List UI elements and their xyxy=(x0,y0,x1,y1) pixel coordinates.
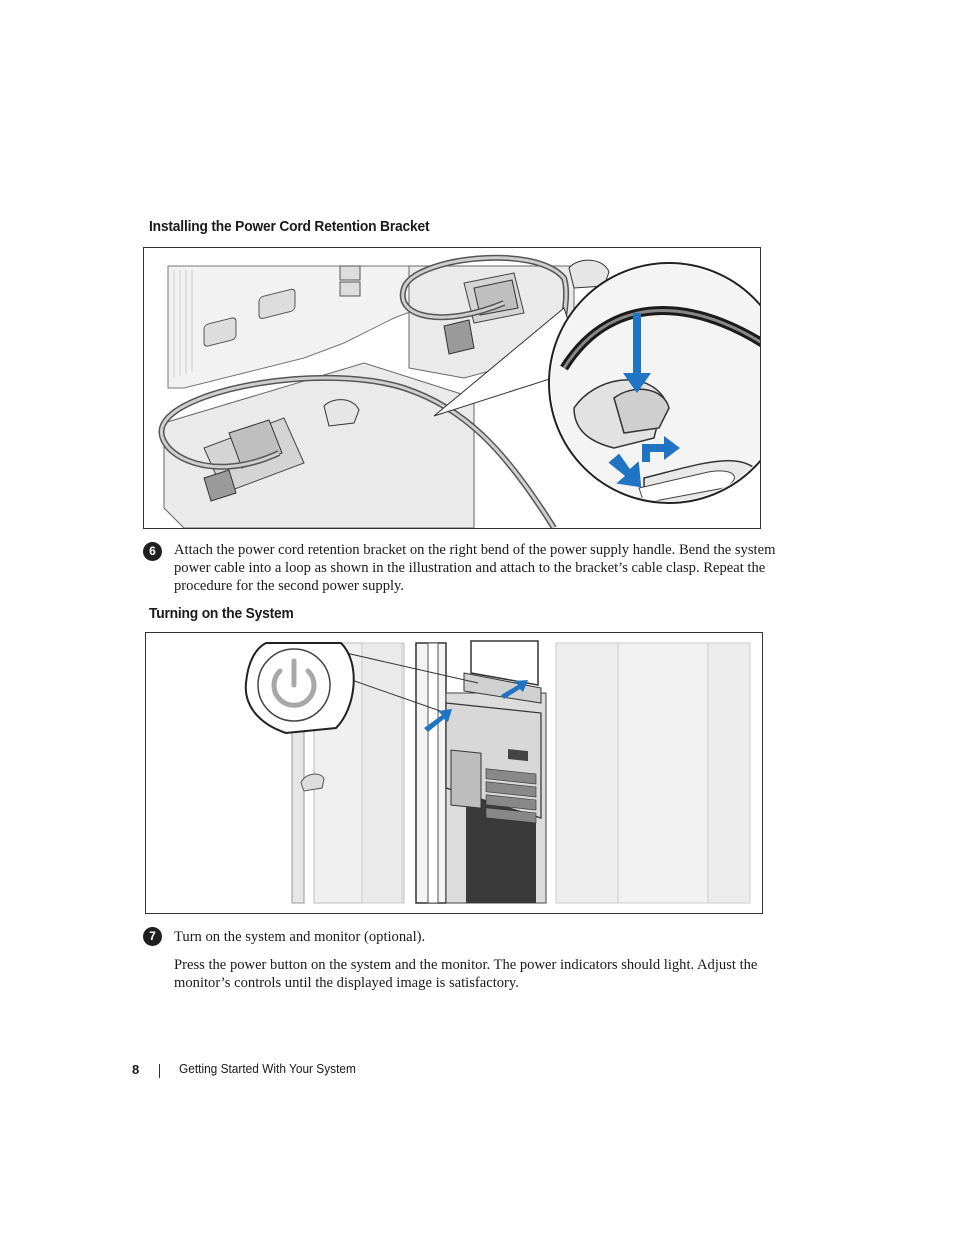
step-6-badge: 6 xyxy=(143,542,162,561)
arrow-icon xyxy=(424,680,528,732)
arrow-icon xyxy=(608,313,680,488)
step-7-text: Turn on the system and monitor (optional… xyxy=(174,929,426,945)
step-7-badge: 7 xyxy=(143,927,162,946)
bracket-drawing xyxy=(158,254,760,528)
step-7-detail: Press the power button on the system and… xyxy=(174,957,758,991)
page-number: 8 xyxy=(132,1062,140,1077)
bracket-illustration xyxy=(143,247,761,529)
section-heading-power-on: Turning on the System xyxy=(149,605,294,622)
footer-title: Getting Started With Your System xyxy=(179,1062,356,1076)
step-6-text: Attach the power cord retention bracket … xyxy=(174,542,776,594)
section-heading-bracket: Installing the Power Cord Retention Brac… xyxy=(149,218,430,235)
footer-divider xyxy=(159,1064,160,1078)
power-icon xyxy=(271,658,317,708)
power-on-illustration xyxy=(145,632,763,914)
power-on-drawing xyxy=(244,640,751,904)
